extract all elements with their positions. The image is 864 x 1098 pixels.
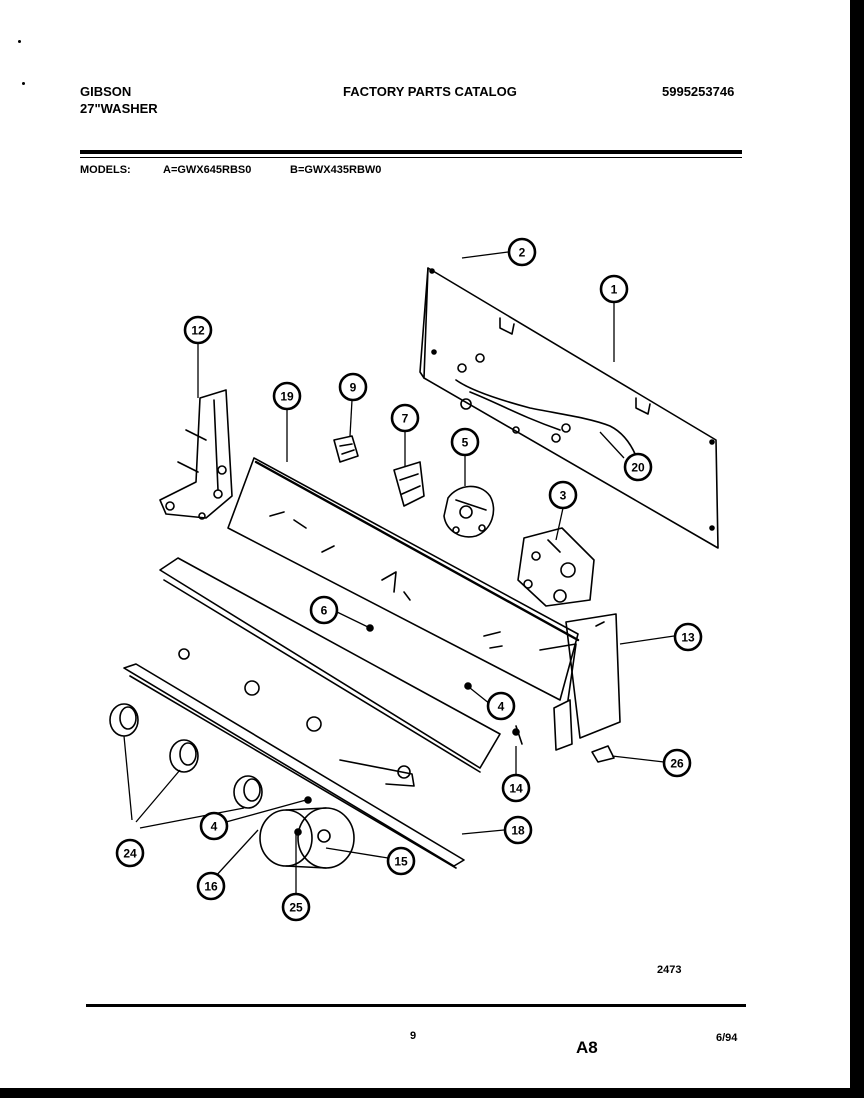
clip-part-26 bbox=[591, 745, 615, 763]
svg-text:24: 24 bbox=[123, 847, 137, 861]
timer-part bbox=[443, 485, 495, 538]
svg-text:4: 4 bbox=[498, 700, 505, 714]
exploded-parts-diagram: 2 1 12 9 19 7 5 20 3 6 13 4 26 14 4 18 2… bbox=[109, 237, 719, 922]
svg-text:3: 3 bbox=[560, 489, 567, 503]
callout-12: 12 bbox=[183, 315, 213, 345]
diagram-number: 2473 bbox=[657, 964, 682, 976]
scan-speck bbox=[22, 82, 25, 85]
callout-7: 7 bbox=[390, 403, 420, 433]
callout-2: 2 bbox=[507, 237, 537, 267]
brand-name: GIBSON bbox=[80, 84, 132, 99]
svg-text:14: 14 bbox=[509, 782, 523, 796]
callout-14: 14 bbox=[501, 773, 531, 803]
scan-speck bbox=[18, 40, 21, 43]
callout-26: 26 bbox=[662, 748, 692, 778]
callout-16: 16 bbox=[196, 871, 226, 901]
callout-20: 20 bbox=[623, 452, 653, 482]
console-trim-part bbox=[123, 557, 501, 869]
switch-part-7 bbox=[393, 461, 425, 507]
svg-text:4: 4 bbox=[211, 820, 218, 834]
svg-text:20: 20 bbox=[631, 461, 645, 475]
callout-4-upper: 4 bbox=[486, 691, 516, 721]
leader-lines bbox=[123, 251, 675, 894]
model-b: B=GWX435RBW0 bbox=[290, 164, 382, 176]
switch-part-9 bbox=[333, 435, 359, 463]
callout-4-lower: 4 bbox=[199, 811, 229, 841]
svg-text:16: 16 bbox=[204, 880, 218, 894]
end-bracket-part bbox=[553, 613, 621, 751]
callout-1: 1 bbox=[599, 274, 629, 304]
switch-assembly-part bbox=[517, 527, 595, 607]
screw-part-14 bbox=[512, 725, 523, 745]
svg-text:5: 5 bbox=[462, 436, 469, 450]
callout-15: 15 bbox=[386, 846, 416, 876]
knob-set-part bbox=[109, 703, 263, 809]
callout-24: 24 bbox=[115, 838, 145, 868]
callout-9: 9 bbox=[338, 372, 368, 402]
callouts: 2 1 12 9 19 7 5 20 3 6 13 4 26 14 4 18 2… bbox=[115, 237, 703, 922]
footer-rule bbox=[86, 1004, 746, 1007]
control-panel-part bbox=[227, 457, 580, 701]
model-a: A=GWX645RBS0 bbox=[163, 164, 252, 176]
callout-6: 6 bbox=[309, 595, 339, 625]
screw-part-4-upper bbox=[464, 682, 472, 690]
header-rule-thin bbox=[80, 157, 742, 158]
callout-5: 5 bbox=[450, 427, 480, 457]
callout-13: 13 bbox=[673, 622, 703, 652]
rear-panel-part bbox=[419, 267, 719, 549]
wiring-harness-part bbox=[455, 353, 637, 457]
svg-text:25: 25 bbox=[289, 901, 303, 915]
callout-25: 25 bbox=[281, 892, 311, 922]
svg-text:26: 26 bbox=[670, 757, 684, 771]
svg-text:15: 15 bbox=[394, 855, 408, 869]
models-label: MODELS: bbox=[80, 164, 131, 176]
bracket-part bbox=[159, 389, 233, 520]
large-knob-part bbox=[259, 807, 355, 869]
svg-text:13: 13 bbox=[681, 631, 695, 645]
callout-19: 19 bbox=[272, 381, 302, 411]
section-code: A8 bbox=[576, 1038, 598, 1057]
svg-text:7: 7 bbox=[402, 412, 409, 426]
svg-text:19: 19 bbox=[280, 390, 294, 404]
svg-text:12: 12 bbox=[191, 324, 205, 338]
svg-text:9: 9 bbox=[350, 381, 357, 395]
svg-text:6: 6 bbox=[321, 604, 328, 618]
header-rule-thick bbox=[80, 150, 742, 154]
catalog-title: FACTORY PARTS CATALOG bbox=[343, 84, 517, 99]
catalog-number: 5995253746 bbox=[662, 84, 735, 99]
footer-date: 6/94 bbox=[716, 1032, 738, 1044]
product-name: 27"WASHER bbox=[80, 101, 158, 116]
page-number: 9 bbox=[410, 1030, 417, 1042]
callout-3: 3 bbox=[548, 480, 578, 510]
svg-text:2: 2 bbox=[519, 246, 526, 260]
svg-text:18: 18 bbox=[511, 824, 525, 838]
callout-18: 18 bbox=[503, 815, 533, 845]
svg-text:1: 1 bbox=[611, 283, 618, 297]
catalog-page: GIBSON 27"WASHER FACTORY PARTS CATALOG 5… bbox=[0, 0, 850, 1088]
